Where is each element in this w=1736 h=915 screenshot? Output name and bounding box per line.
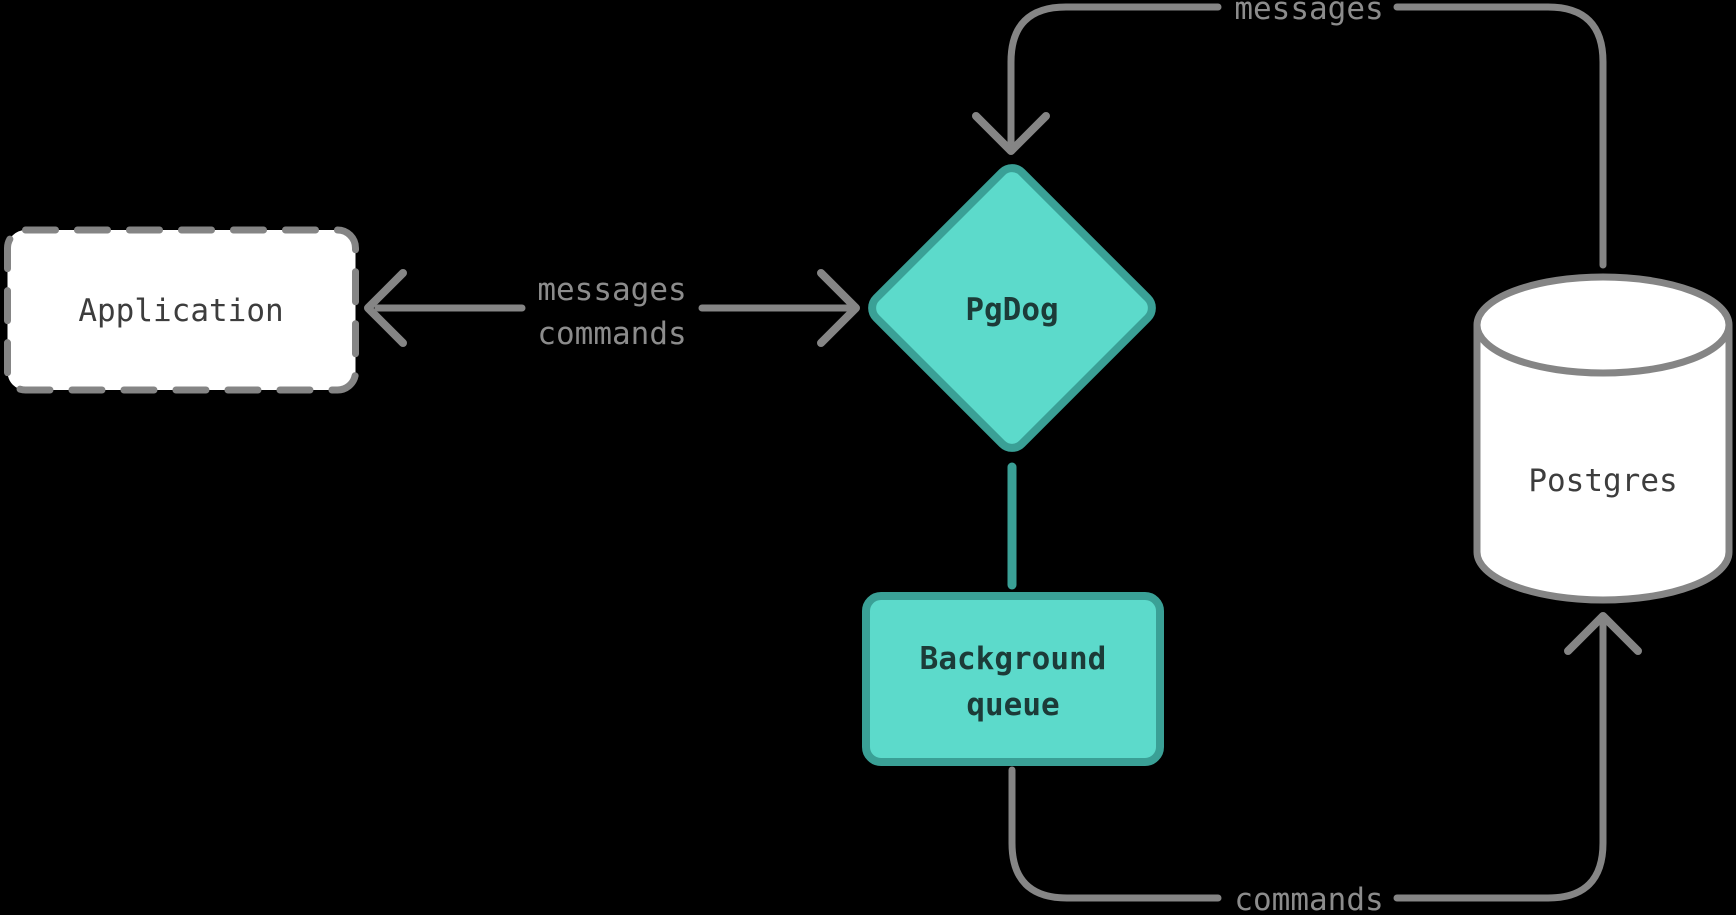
node-application: Application bbox=[4, 226, 359, 394]
background-queue-label-line2: queue bbox=[966, 687, 1059, 723]
postgres-cylinder-top bbox=[1473, 273, 1733, 377]
edge-label-messages-mid: messages bbox=[537, 272, 686, 308]
edge-label-commands-mid: commands bbox=[537, 316, 686, 352]
pgdog-diamond bbox=[868, 164, 1156, 452]
edge-postgres-pgdog-line bbox=[1007, 3, 1607, 269]
node-postgres: Postgres bbox=[1473, 273, 1733, 604]
edge-queue-postgres-line bbox=[1008, 620, 1607, 902]
edge-postgres-pgdog: messages bbox=[972, 0, 1607, 269]
node-background-queue: Background queue bbox=[862, 592, 1164, 766]
postgres-label: Postgres bbox=[1528, 463, 1677, 499]
application-box bbox=[4, 226, 359, 394]
node-pgdog: PgDog bbox=[868, 164, 1156, 452]
background-queue-label-line1: Background bbox=[920, 641, 1107, 677]
edge-app-pgdog: messages commands bbox=[364, 269, 860, 352]
postgres-cylinder-body bbox=[1473, 325, 1733, 604]
pgdog-label: PgDog bbox=[965, 292, 1058, 328]
background-queue-box bbox=[862, 592, 1164, 766]
arrowhead-right-icon bbox=[817, 269, 860, 347]
arrowhead-up-icon bbox=[1564, 612, 1642, 655]
arrowhead-left-icon bbox=[364, 269, 407, 347]
arrowhead-down-icon bbox=[972, 112, 1050, 155]
edge-queue-postgres: commands bbox=[1008, 612, 1642, 915]
edge-label-commands-bottom: commands bbox=[1234, 882, 1383, 915]
application-label: Application bbox=[78, 293, 283, 329]
edge-label-messages-top: messages bbox=[1234, 0, 1383, 27]
